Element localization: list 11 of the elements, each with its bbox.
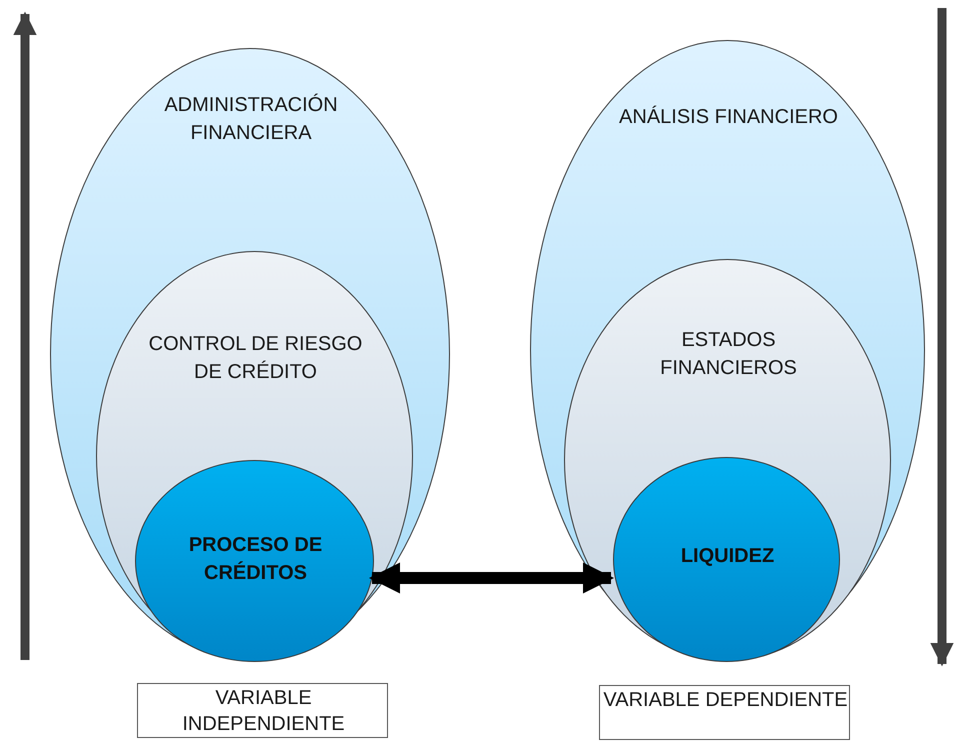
ellipse-label: VARIABLE DEPENDIENTE	[602, 688, 849, 713]
ellipse-label: ANÁLISIS FINANCIERO	[618, 104, 839, 130]
ellipse-label: PROCESO DE CRÉDITOS	[188, 533, 324, 586]
ellipse-label: ESTADOS FINANCIEROS	[659, 328, 798, 381]
label-box	[599, 685, 850, 740]
ellipse-label: ADMINISTRACIÓN FINANCIERA	[163, 92, 339, 146]
double-arrow	[368, 562, 614, 594]
label-box	[137, 683, 388, 738]
ellipse-label: CONTROL DE RIESGO DE CRÉDITO	[148, 332, 364, 385]
ellipse-label: LIQUIDEZ	[680, 544, 776, 569]
ellipse-label: VARIABLE INDEPENDIENTE	[181, 686, 346, 737]
